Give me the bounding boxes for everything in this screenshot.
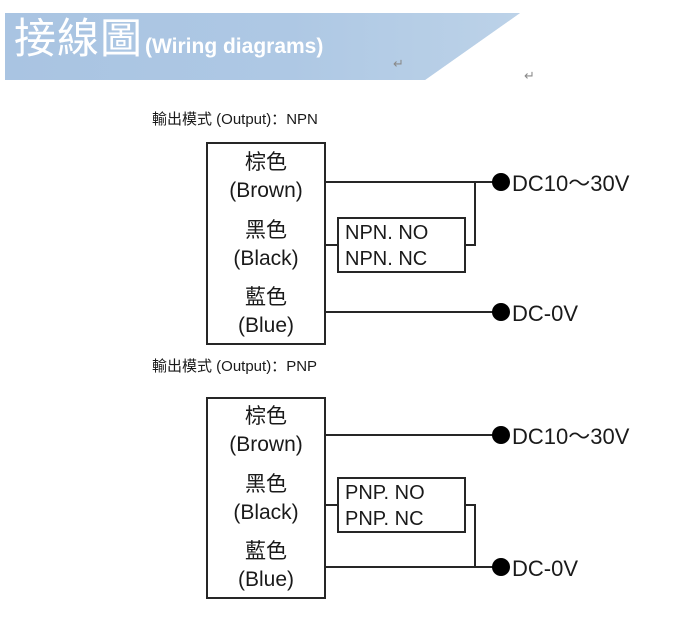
pnp-ground-terminal-label: DC-0V [512,556,578,581]
npn-brown-label-cjk: 棕色 [245,151,287,174]
pnp-mode-return-wire [465,504,476,567]
header-banner: 接線圖 (Wiring diagrams) ↵ ↵ [0,0,676,100]
npn-mode-box [337,217,466,273]
pnp-brown-label-en: (Brown) [229,433,303,456]
npn-black-label-cjk: 黑色 [245,219,287,242]
diagram-svg: NPN. NO NPN. NC 棕色 (Brown) 黑色 (Black) 藍色… [206,142,630,599]
npn-sensor-box [206,142,326,345]
pnp-supply-terminal-dot [492,426,510,444]
pilcrow-icon: ↵ [393,56,404,71]
pnp-blue-label-cjk: 藍色 [245,540,287,563]
npn-ground-terminal-label: DC-0V [512,301,578,326]
npn-mode-line1: NPN. NO [345,222,428,244]
pnp-mode-line2: PNP. NC [345,508,424,530]
npn-section-title: 輸出模式 (Output)：NPN [152,111,318,128]
npn-blue-label-en: (Blue) [238,314,294,337]
npn-black-label-en: (Black) [233,247,298,270]
pnp-blue-label-en: (Blue) [238,568,294,591]
pilcrow-icon: ↵ [524,68,535,83]
pnp-section-title: 輸出模式 (Output)：PNP [152,358,318,375]
npn-mode-line2: NPN. NC [345,248,427,270]
pnp-brown-label-cjk: 棕色 [245,405,287,428]
wiring-diagram-area: 輸出模式 (Output)：NPN 輸出模式 (Output)：PNP NPN.… [0,100,676,617]
npn-mode-return-wire [465,182,476,246]
pnp-sensor-box [206,397,326,599]
pnp-mode-line1: PNP. NO [345,482,425,504]
npn-supply-terminal-dot [492,173,510,191]
pnp-mode-box [337,477,466,533]
pnp-diagram: PNP. NO PNP. NC 棕色 (Brown) 黑色 (Black) 藍色… [206,397,630,599]
npn-brown-label-en: (Brown) [229,179,303,202]
npn-supply-terminal-label: DC10～30V [512,171,630,196]
npn-diagram: NPN. NO NPN. NC 棕色 (Brown) 黑色 (Black) 藍色… [206,142,630,345]
banner-shape [5,13,520,80]
banner-taper [5,13,520,80]
pnp-ground-terminal-dot [492,558,510,576]
npn-ground-terminal-dot [492,303,510,321]
npn-blue-label-cjk: 藍色 [245,286,287,309]
pnp-black-label-en: (Black) [233,501,298,524]
pnp-black-label-cjk: 黑色 [245,473,287,496]
pnp-supply-terminal-label: DC10～30V [512,424,630,449]
